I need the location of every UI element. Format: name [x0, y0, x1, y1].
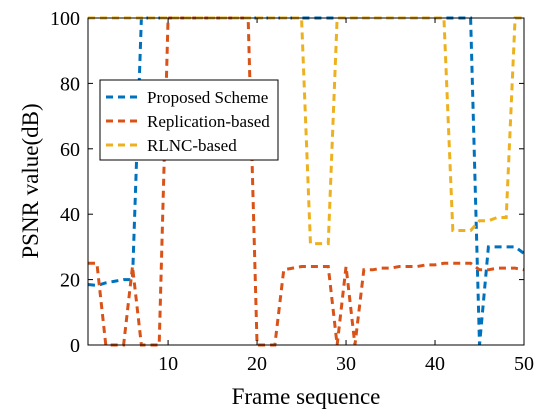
tick-layer: 10 20 30 40 50 0 20 40 60 80 100 — [50, 8, 534, 375]
series-line-1 — [87, 16, 525, 346]
series-line-2 — [88, 16, 525, 347]
y-tick-label: 0 — [70, 335, 80, 357]
y-tick-label: 60 — [60, 139, 80, 161]
x-tick-label: 50 — [514, 353, 534, 375]
y-tick-label: 20 — [60, 270, 80, 292]
x-tick-label: 20 — [247, 353, 267, 375]
legend-label-2: Replication-based — [147, 112, 270, 131]
plot-area — [88, 18, 524, 345]
legend: Proposed SchemeReplication-basedRLNC-bas… — [99, 79, 279, 161]
x-tick-label: 30 — [336, 353, 356, 375]
y-tick-label: 80 — [60, 73, 80, 95]
x-tick-label: 40 — [425, 353, 445, 375]
y-tick-label: 100 — [50, 8, 80, 30]
y-tick-label: 40 — [60, 204, 80, 226]
legend-label-1: Proposed Scheme — [147, 88, 268, 107]
x-tick-label: 10 — [158, 353, 178, 375]
plot-frame — [87, 17, 525, 346]
legend-label-3: RLNC-based — [147, 136, 237, 155]
y-axis-label: PSNR value(dB) — [18, 103, 43, 258]
legend-box — [99, 79, 279, 161]
x-axis-label: Frame sequence — [232, 384, 381, 409]
